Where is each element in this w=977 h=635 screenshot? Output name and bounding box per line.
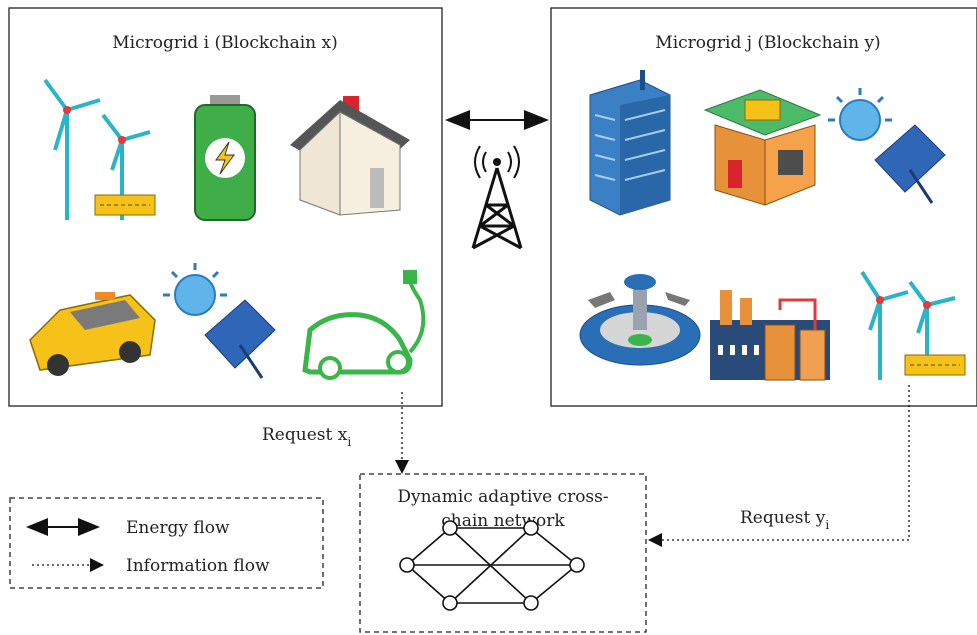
request-x-flow: Request xi [262, 392, 409, 474]
network-node [523, 595, 539, 611]
wind-turbine-icon [860, 270, 966, 380]
energy-flow-arrow [445, 110, 549, 130]
microgrid-j-title: Microgrid j (Blockchain y) [655, 33, 880, 53]
wind-turbine-icon [43, 78, 156, 220]
microgrid-i-title: Microgrid i (Blockchain x) [112, 33, 338, 53]
microgrid-i-box: Microgrid i (Blockchain x) [8, 7, 443, 407]
svg-text:Request yi: Request yi [740, 508, 829, 532]
request-x-subscript: i [347, 435, 351, 449]
gas-station-icon [703, 89, 822, 206]
factory-icon [710, 290, 830, 381]
network-node [442, 595, 458, 611]
svg-text:Request xi: Request xi [262, 425, 351, 449]
network-graph [406, 527, 578, 604]
microgrid-j-box: Microgrid j (Blockchain y) [550, 7, 977, 407]
request-y-label: Request y [740, 508, 826, 528]
legend-information-arrow [32, 558, 104, 572]
request-y-subscript: i [825, 518, 829, 532]
solar-panel-icon [828, 88, 946, 204]
office-building-icon [589, 70, 671, 216]
taxi-icon [29, 292, 156, 376]
network-node [569, 557, 585, 573]
network-node [442, 520, 458, 536]
cell-tower-icon [471, 145, 523, 250]
cross-chain-network-box: Dynamic adaptive cross- chain network [359, 473, 647, 633]
network-title-line1: Dynamic adaptive cross- [397, 487, 608, 507]
legend-energy-arrow [26, 518, 100, 536]
legend-energy-label: Energy flow [126, 518, 230, 538]
house-icon [290, 96, 410, 216]
network-node [523, 520, 539, 536]
battery-icon [194, 95, 256, 221]
network-node [399, 557, 415, 573]
airport-icon [579, 274, 701, 366]
legend: Energy flow Information flow [9, 497, 324, 589]
solar-panel-icon [163, 263, 276, 379]
legend-information-label: Information flow [126, 556, 270, 576]
request-x-label: Request x [262, 425, 348, 445]
request-y-flow: Request yi [648, 385, 910, 547]
electric-car-icon [302, 270, 426, 380]
